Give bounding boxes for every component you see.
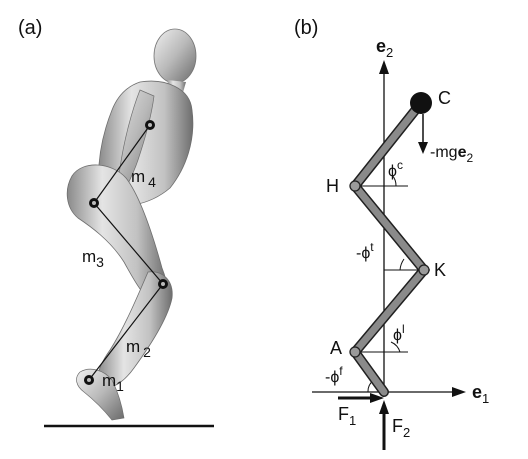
marker-m1-center: [87, 378, 91, 382]
head-shape: [153, 28, 197, 84]
label-phi-c: ϕc: [388, 158, 403, 180]
label-m3: m3: [82, 247, 104, 270]
label-gravity: -mge2: [430, 144, 473, 165]
marker-m4-center: [148, 123, 152, 127]
label-phi-f: -ϕf: [325, 364, 343, 386]
joint-h: [349, 180, 361, 192]
segment-thigh: [93, 202, 164, 285]
joint-a: [349, 346, 361, 358]
shank-shape: [97, 271, 173, 389]
label-k: K: [434, 260, 446, 280]
marker-m3-center: [92, 201, 96, 205]
arc-phi-c: [391, 174, 397, 187]
label-phi-l: ϕl: [393, 322, 405, 344]
marker-m2-center: [161, 282, 165, 286]
arc-phi-t: [399, 258, 405, 271]
arc-phi-l: [390, 341, 401, 353]
label-e1: e1: [472, 382, 489, 406]
joint-k: [418, 264, 430, 276]
stick-model: [84, 120, 168, 385]
force-f2-arrowhead: [379, 400, 389, 414]
joint-c: [410, 92, 432, 114]
segment-shank: [88, 283, 164, 381]
panel-b-label: (b): [294, 17, 318, 39]
label-f2: F2: [392, 416, 410, 440]
label-phi-t: -ϕt: [356, 240, 374, 262]
force-f1-arrowhead: [370, 393, 384, 403]
axis-e1-arrowhead: [452, 387, 466, 397]
label-a: A: [330, 338, 342, 358]
label-f1: F1: [338, 404, 356, 428]
label-m1: m1: [102, 371, 124, 394]
label-c: C: [438, 88, 451, 108]
label-e2: e2: [376, 36, 393, 60]
axis-e2-arrowhead: [379, 60, 389, 74]
label-h: H: [326, 176, 339, 196]
gravity-arrowhead: [418, 142, 428, 154]
panel-a-label: (a): [18, 17, 42, 39]
segment-trunk: [93, 124, 151, 204]
human-figure: [66, 28, 197, 421]
